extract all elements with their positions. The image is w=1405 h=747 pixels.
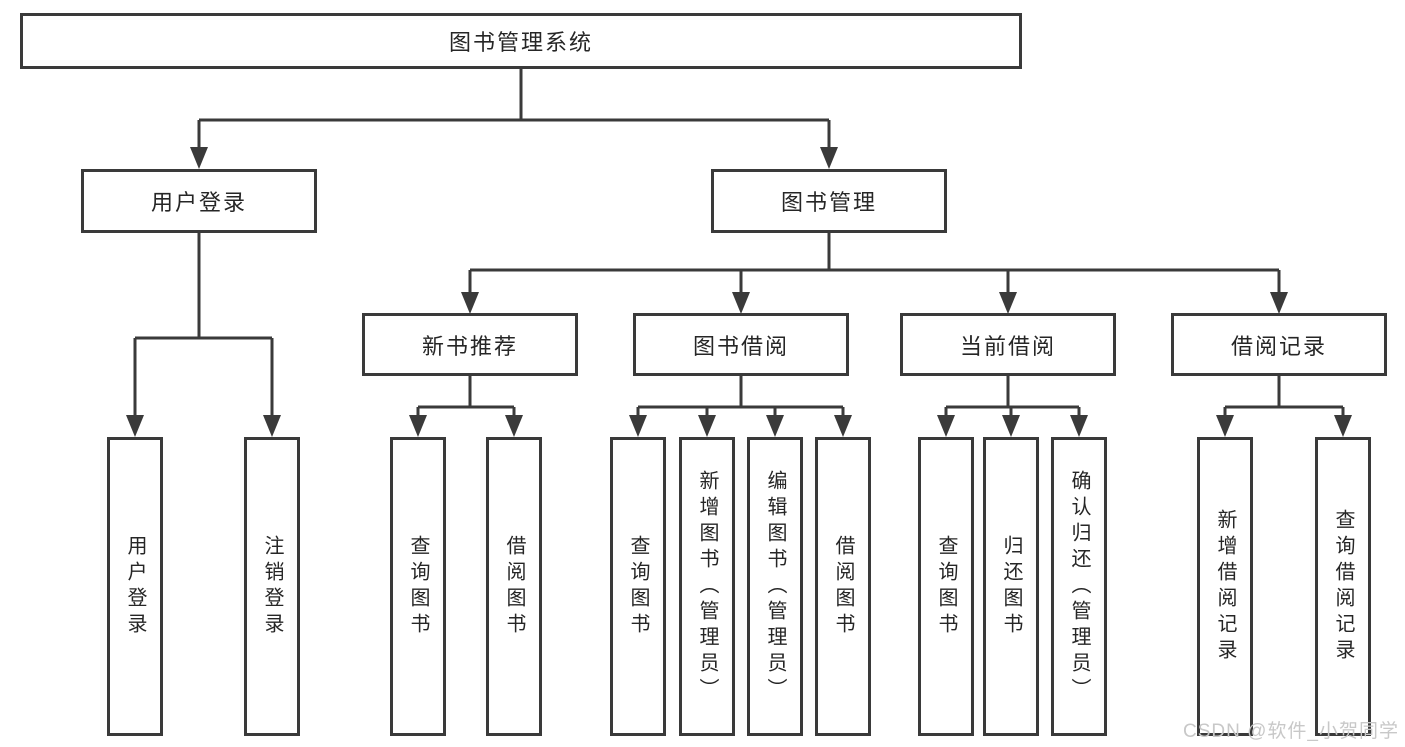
leaf-add-books-admin: 新增图书（管理员） — [679, 437, 735, 736]
leaf-label: 新增图书（管理员） — [696, 469, 718, 704]
leaf-label: 查询图书 — [627, 534, 649, 639]
leaf-label: 查询图书 — [935, 534, 957, 639]
leaf-label: 注销登录 — [261, 534, 283, 639]
leaf-query-books-borrowing: 查询图书 — [610, 437, 666, 736]
leaf-label: 编辑图书（管理员） — [764, 469, 786, 704]
node-book-borrowing: 图书借阅 — [633, 313, 849, 376]
node-library-management-system: 图书管理系统 — [20, 13, 1022, 69]
node-user-login: 用户登录 — [81, 169, 317, 233]
leaf-label: 查询借阅记录 — [1332, 508, 1354, 665]
leaf-label: 查询图书 — [407, 534, 429, 639]
leaf-label: 用户登录 — [124, 534, 146, 639]
leaf-logout: 注销登录 — [244, 437, 300, 736]
leaf-confirm-return-admin: 确认归还（管理员） — [1051, 437, 1107, 736]
node-current-borrowing: 当前借阅 — [900, 313, 1116, 376]
leaf-query-books-current: 查询图书 — [918, 437, 974, 736]
leaf-borrow-books-borrowing: 借阅图书 — [815, 437, 871, 736]
leaf-return-books: 归还图书 — [983, 437, 1039, 736]
leaf-add-borrow-record: 新增借阅记录 — [1197, 437, 1253, 736]
leaf-borrow-books-recommend: 借阅图书 — [486, 437, 542, 736]
leaf-label: 借阅图书 — [503, 534, 525, 639]
leaf-query-borrow-record: 查询借阅记录 — [1315, 437, 1371, 736]
leaf-label: 新增借阅记录 — [1214, 508, 1236, 665]
node-borrowing-records: 借阅记录 — [1171, 313, 1387, 376]
node-new-book-recommendation: 新书推荐 — [362, 313, 578, 376]
leaf-edit-books-admin: 编辑图书（管理员） — [747, 437, 803, 736]
leaf-label: 归还图书 — [1000, 534, 1022, 639]
node-book-management: 图书管理 — [711, 169, 947, 233]
leaf-query-books-recommend: 查询图书 — [390, 437, 446, 736]
leaf-label: 确认归还（管理员） — [1068, 469, 1090, 704]
leaf-label: 借阅图书 — [832, 534, 854, 639]
leaf-user-login: 用户登录 — [107, 437, 163, 736]
